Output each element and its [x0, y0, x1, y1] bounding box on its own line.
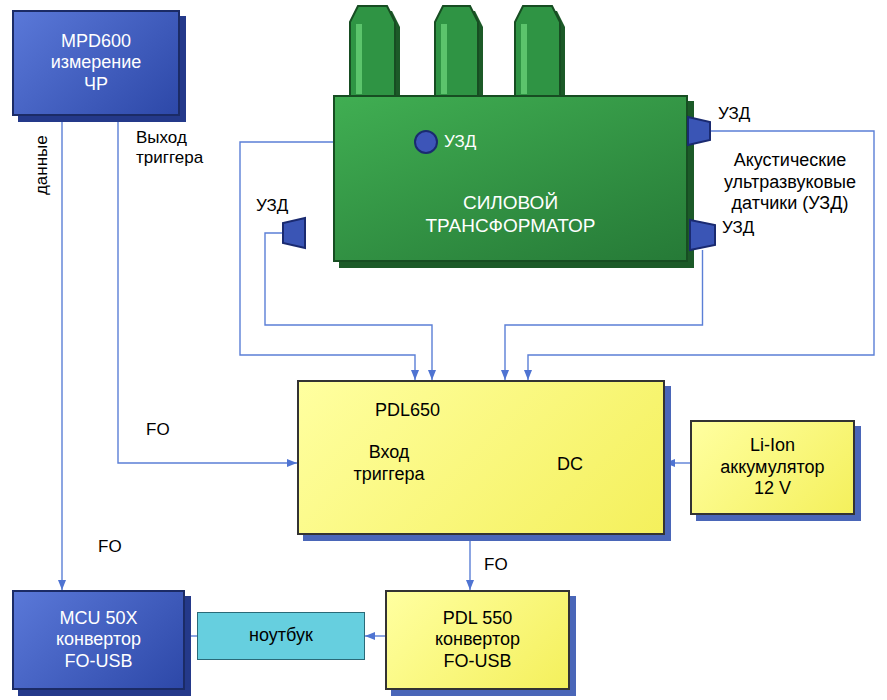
device-box: PDL650Вход триггера DC	[297, 380, 665, 535]
transformer-body: СИЛОВОЙ ТРАНСФОРМАТОР УЗД	[333, 95, 688, 262]
connector	[505, 250, 703, 380]
laptop-box: ноутбук	[197, 612, 365, 660]
node-text: Li-Ion аккумулятор 12 V	[713, 435, 833, 500]
sensor-trapezoid: УЗД	[690, 220, 715, 250]
sensor-shape	[688, 117, 710, 145]
connector-label: данные	[32, 133, 52, 197]
sensor-trapezoid: УЗД	[688, 117, 710, 145]
annotation: Акустические ультразвуковые датчики (УЗД…	[716, 150, 864, 215]
bushing-highlight	[356, 24, 362, 94]
sensor-shape	[690, 220, 715, 250]
bushing	[350, 6, 395, 100]
bushing-highlight	[521, 24, 527, 94]
sensor-label: УЗД	[444, 132, 476, 152]
sensor-outline	[688, 117, 710, 145]
sensor-label: УЗД	[256, 196, 288, 216]
connector	[61, 116, 62, 590]
node-text: PDL650	[375, 400, 440, 422]
node-text: ноутбук	[249, 625, 313, 647]
bushing-highlights	[356, 24, 527, 94]
node-text: Вход триггера	[344, 442, 434, 485]
sensor-label: УЗД	[722, 218, 754, 238]
device-box: MPD600 измерение ЧР	[12, 10, 180, 116]
sensor-trapezoid: УЗД	[283, 218, 305, 248]
sensor-circle: УЗД	[414, 130, 438, 154]
bushing-highlight	[441, 24, 447, 94]
node-text: PDL 550 конвертор FO-USB	[418, 608, 538, 673]
signal-label: FO	[146, 420, 170, 440]
connector	[469, 535, 470, 590]
sensor-shape	[283, 218, 305, 248]
signal-label: FO	[98, 537, 122, 557]
converter-box: PDL 550 конвертор FO-USB	[385, 590, 570, 690]
bushing	[515, 6, 560, 100]
node-text: СИЛОВОЙ ТРАНСФОРМАТОР	[406, 192, 616, 238]
sensor-outline	[283, 218, 305, 248]
connector	[665, 462, 690, 463]
sensor-label: УЗД	[718, 104, 750, 124]
connector-label: Выход триггера	[134, 128, 238, 169]
connector	[118, 116, 297, 463]
battery-box: Li-Ion аккумулятор 12 V	[690, 420, 855, 515]
node-text: MPD600 измерение ЧР	[46, 31, 146, 96]
converter-box: MCU 50X конвертор FO-USB	[12, 590, 185, 690]
node-text: MCU 50X конвертор FO-USB	[44, 608, 154, 673]
bushing	[435, 6, 478, 100]
connector-label: FO	[482, 555, 510, 575]
connector	[365, 635, 385, 636]
connector	[185, 635, 197, 636]
node-text: DC	[557, 454, 583, 476]
bushings	[350, 6, 560, 100]
sensor-outline	[690, 220, 715, 250]
